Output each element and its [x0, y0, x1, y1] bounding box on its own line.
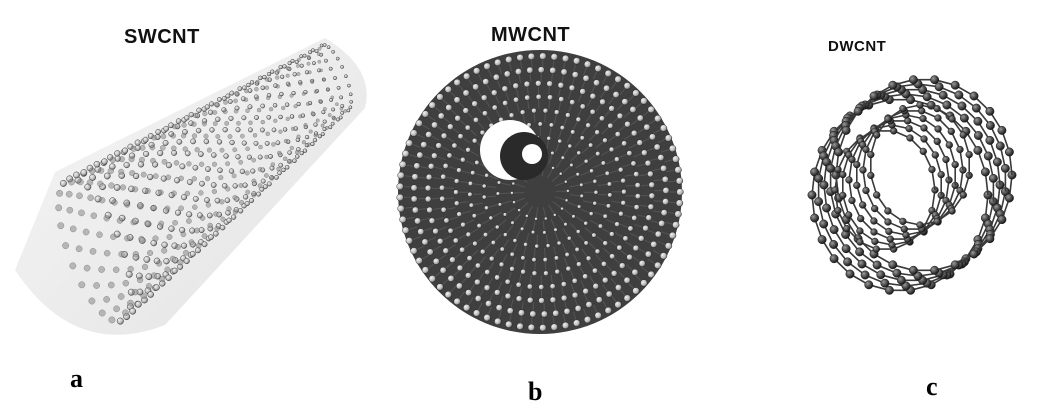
dwcnt-outer-tube: [808, 76, 1016, 295]
mwcnt-rings: [397, 50, 684, 334]
swcnt-illustration: [15, 38, 367, 335]
mwcnt-illustration: [397, 50, 684, 334]
dwcnt-illustration: [808, 76, 1016, 295]
